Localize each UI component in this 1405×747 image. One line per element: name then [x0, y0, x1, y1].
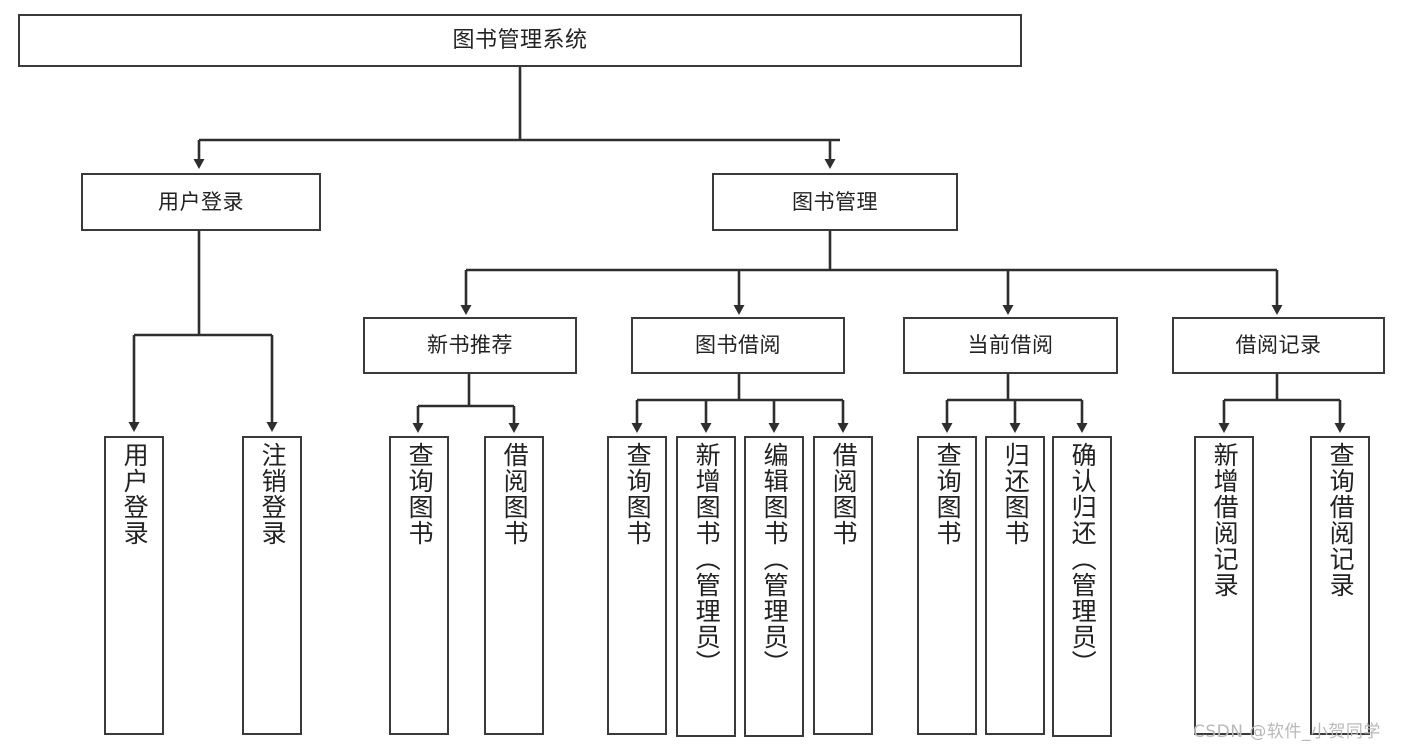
node-book-manage-label: 图书管理 — [792, 189, 878, 214]
leaf-label: 查询图书 — [405, 442, 435, 546]
leaf-label: 确认归还（管理员） — [1068, 442, 1098, 676]
leaf-label: 查询借阅记录 — [1326, 442, 1356, 598]
watermark-text: CSDN @软件_小贺同学 — [1193, 722, 1381, 742]
node-user-login-label: 用户登录 — [158, 189, 244, 214]
leaf-user-login-login[interactable]: 用户登录 — [104, 436, 164, 735]
node-borrow-record[interactable]: 借阅记录 — [1172, 317, 1385, 374]
leaf-label: 借阅图书 — [829, 442, 859, 546]
leaf-current-borrow-query[interactable]: 查询图书 — [917, 436, 977, 735]
node-new-book-recommend-label: 新书推荐 — [427, 333, 513, 357]
leaf-label: 归还图书 — [1001, 442, 1031, 546]
node-current-borrow-label: 当前借阅 — [967, 333, 1054, 357]
node-book-manage[interactable]: 图书管理 — [712, 173, 958, 231]
leaf-borrow-record-add[interactable]: 新增借阅记录 — [1194, 436, 1254, 735]
leaf-label: 用户登录 — [120, 442, 150, 546]
leaf-user-login-logout[interactable]: 注销登录 — [242, 436, 302, 735]
node-borrow-record-label: 借阅记录 — [1235, 333, 1322, 357]
leaf-label: 编辑图书（管理员） — [760, 442, 790, 676]
leaf-new-book-borrow[interactable]: 借阅图书 — [484, 436, 544, 735]
node-book-borrow[interactable]: 图书借阅 — [631, 317, 845, 374]
leaf-label: 查询图书 — [623, 442, 653, 546]
leaf-book-borrow-query[interactable]: 查询图书 — [607, 436, 667, 735]
node-root[interactable]: 图书管理系统 — [18, 14, 1022, 67]
leaf-book-borrow-borrow[interactable]: 借阅图书 — [813, 436, 873, 735]
leaf-label: 新增借阅记录 — [1210, 442, 1240, 598]
leaf-current-borrow-confirm[interactable]: 确认归还（管理员） — [1052, 436, 1112, 737]
node-current-borrow[interactable]: 当前借阅 — [903, 317, 1118, 374]
leaf-label: 查询图书 — [933, 442, 963, 546]
leaf-new-book-query[interactable]: 查询图书 — [389, 436, 449, 735]
leaf-label: 注销登录 — [258, 442, 288, 546]
node-book-borrow-label: 图书借阅 — [695, 333, 781, 357]
leaf-current-borrow-return[interactable]: 归还图书 — [985, 436, 1045, 735]
leaf-borrow-record-query[interactable]: 查询借阅记录 — [1310, 436, 1370, 735]
leaf-label: 借阅图书 — [500, 442, 530, 546]
node-user-login[interactable]: 用户登录 — [81, 173, 321, 231]
node-root-label: 图书管理系统 — [452, 27, 588, 53]
leaf-label: 新增图书（管理员） — [692, 442, 722, 676]
leaf-book-borrow-add[interactable]: 新增图书（管理员） — [676, 436, 736, 737]
leaf-book-borrow-edit[interactable]: 编辑图书（管理员） — [744, 436, 804, 737]
node-new-book-recommend[interactable]: 新书推荐 — [363, 317, 577, 374]
